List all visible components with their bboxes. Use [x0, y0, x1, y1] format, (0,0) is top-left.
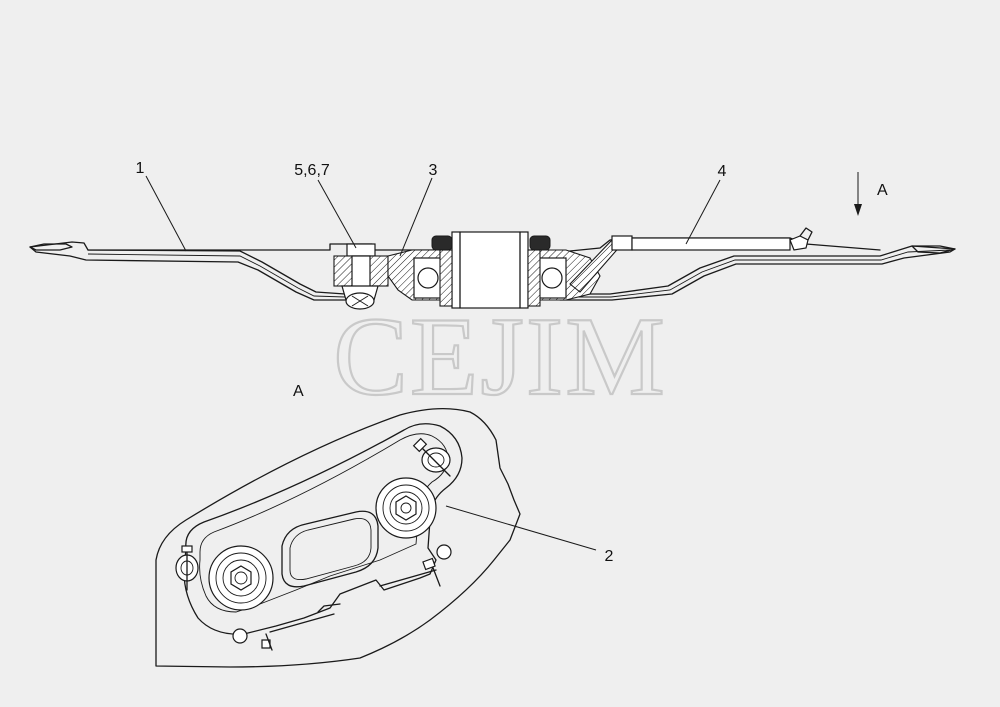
- section-view: [29, 227, 956, 310]
- view-arrow-label: A: [877, 182, 888, 199]
- leader-2: [445, 505, 597, 551]
- blade-outline: [155, 407, 521, 668]
- blade-section-outline: [29, 241, 346, 301]
- pin-right: [379, 544, 452, 587]
- blade-tip-left: [29, 243, 73, 251]
- center-slot-inner: [289, 518, 372, 581]
- center-slot: [281, 510, 379, 588]
- leader-1: [145, 175, 187, 252]
- hub-bolt-left: [208, 545, 274, 611]
- view-direction-arrow: [854, 172, 862, 216]
- hub-bolt-right: [375, 477, 437, 539]
- leader-567: [317, 179, 357, 249]
- callout-2: 2: [605, 548, 614, 565]
- pin-left: [175, 545, 199, 591]
- leader-4: [685, 179, 721, 245]
- pin-top: [412, 437, 451, 477]
- blade-inner-line-left: [87, 253, 346, 298]
- blade-inner-line-right: [560, 249, 951, 298]
- pin-bottom: [232, 603, 341, 651]
- callout-3: 3: [429, 162, 438, 179]
- hub-housing: [387, 231, 601, 309]
- blade-section-outline-right: [559, 245, 956, 301]
- callout-567: 5,6,7: [294, 162, 330, 179]
- pin-bracket: [569, 227, 813, 293]
- view-label: A: [293, 383, 304, 400]
- callout-1: 1: [136, 160, 145, 177]
- plate-outline: [183, 423, 463, 635]
- view-a: [155, 407, 521, 668]
- bolt-assembly: [333, 243, 389, 310]
- watermark-text: CEJIM: [333, 295, 667, 419]
- blade-tip-right: [911, 245, 956, 254]
- callout-4: 4: [718, 163, 727, 180]
- leader-3: [399, 177, 433, 257]
